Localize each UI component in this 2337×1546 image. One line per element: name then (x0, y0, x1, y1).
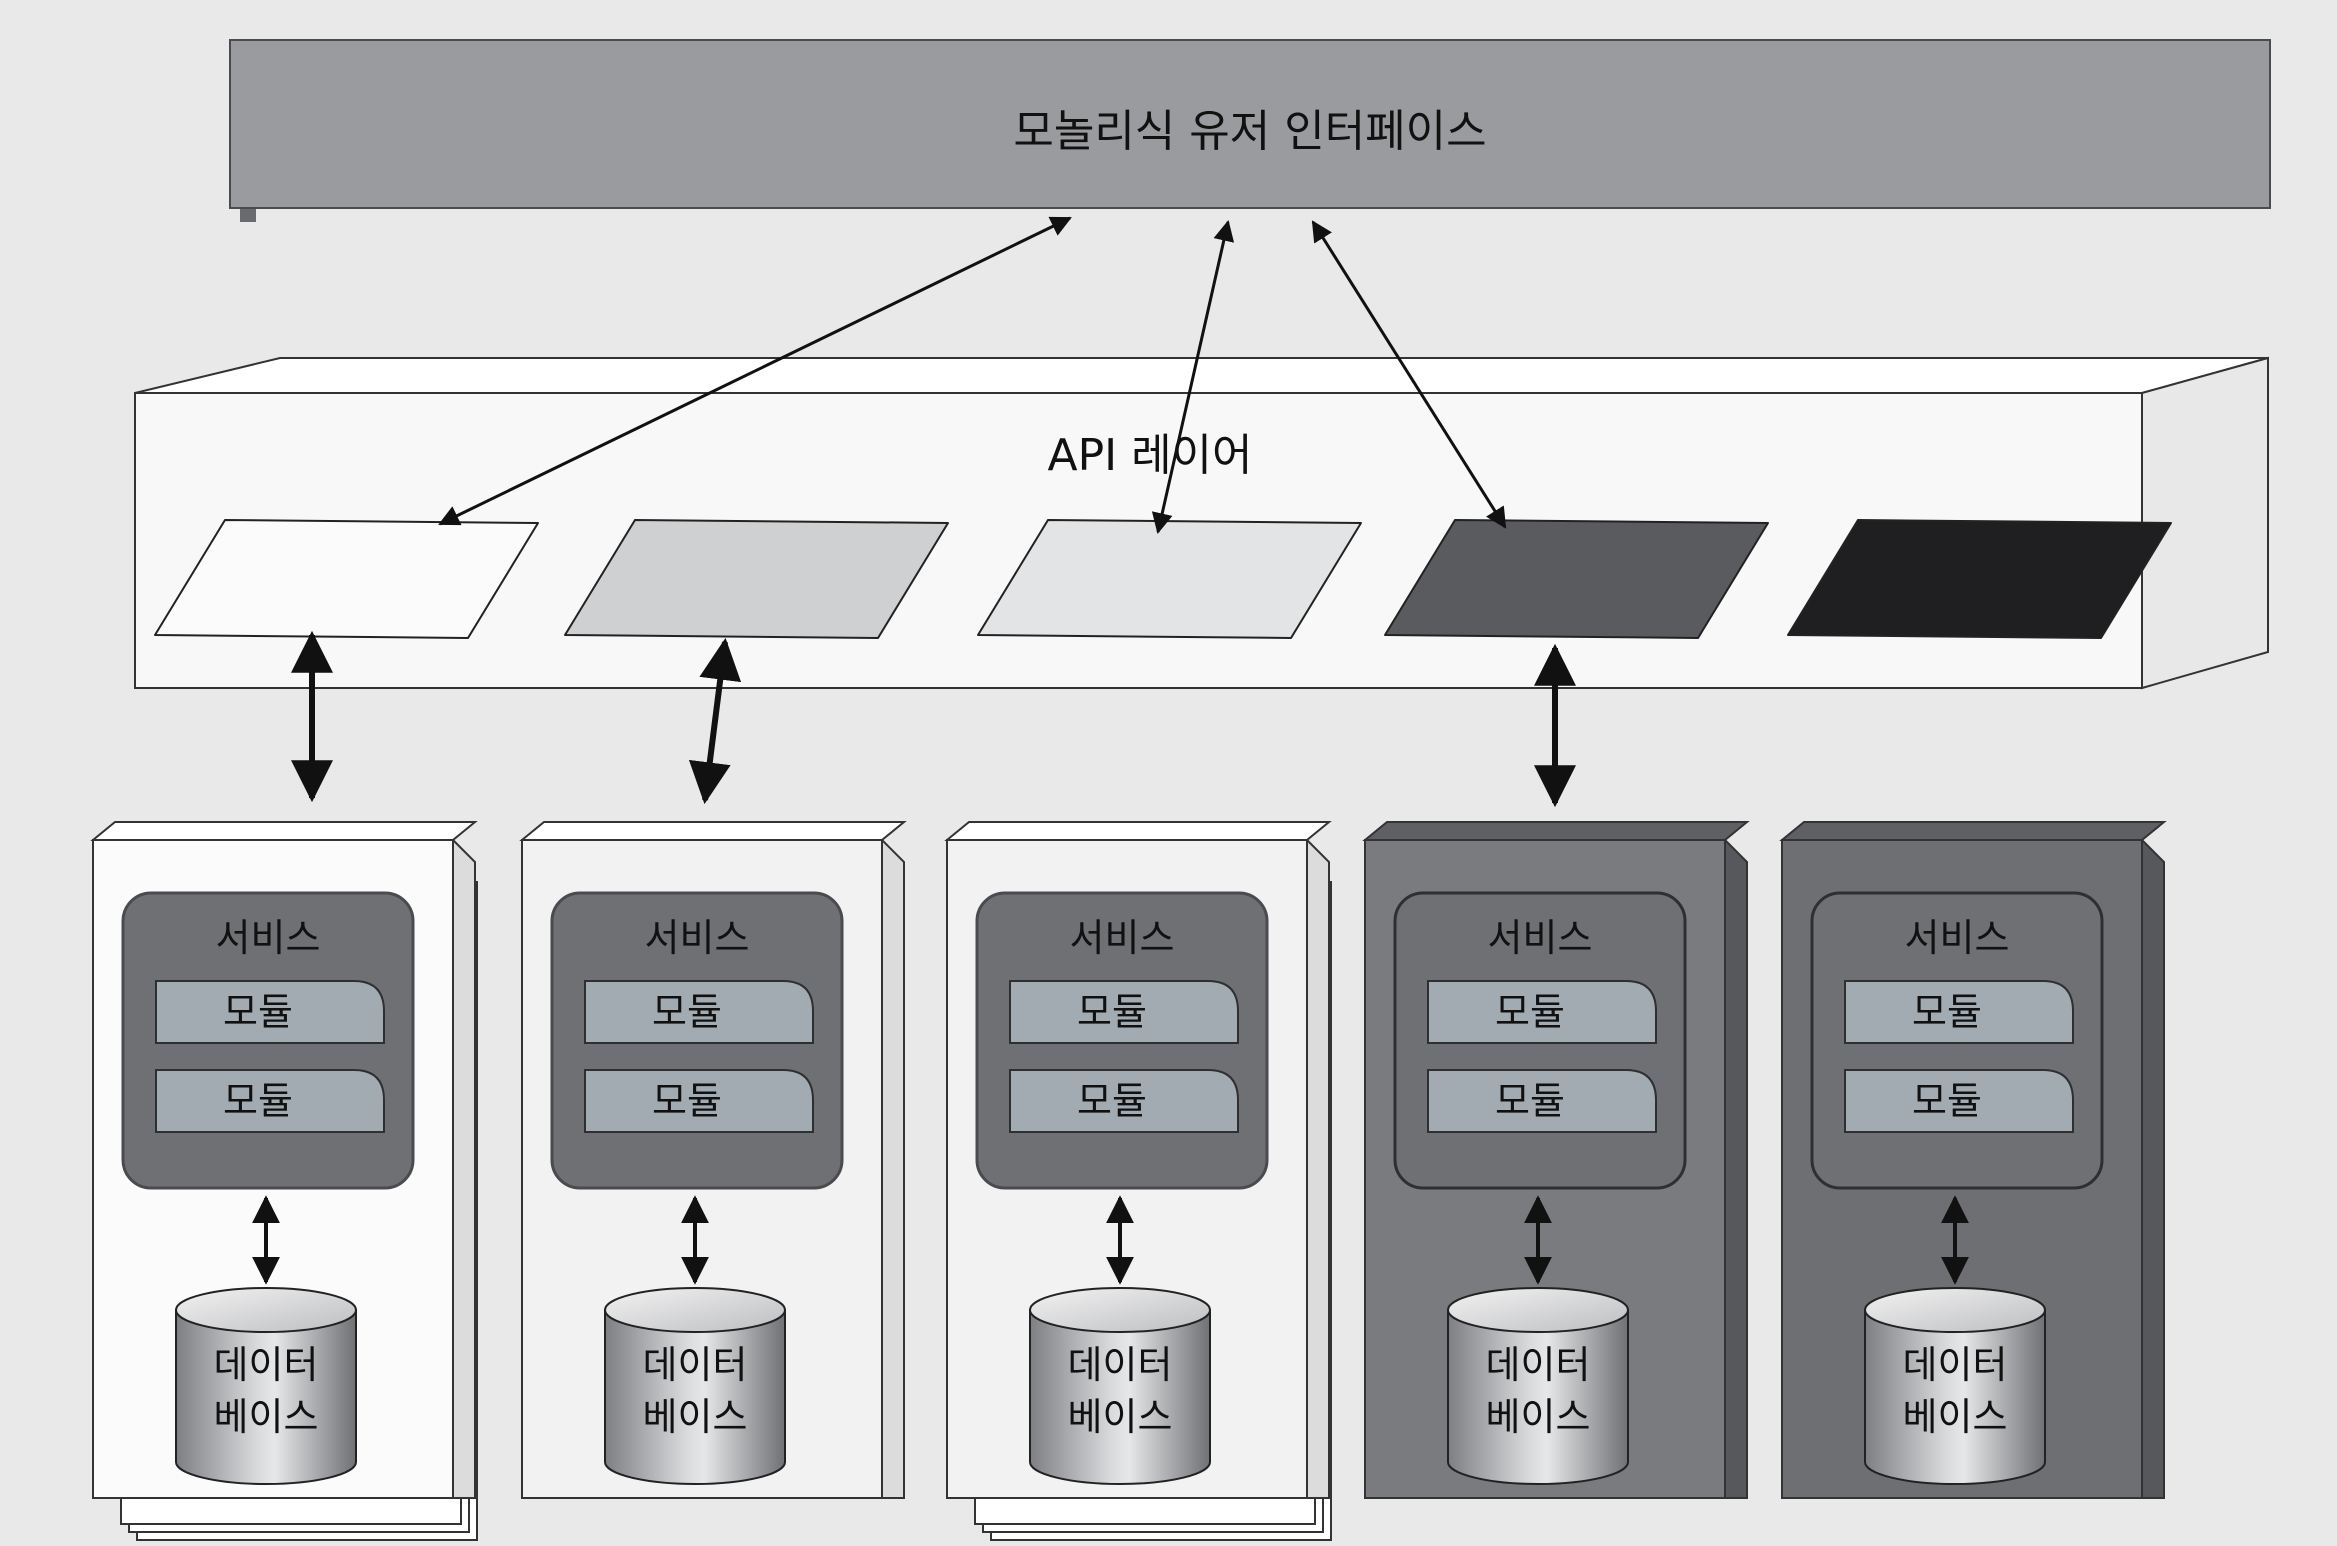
module-label: 모듈 (1912, 1079, 1982, 1123)
service-label: 서비스 (216, 916, 321, 960)
database-label-line2: 베이스 (214, 1395, 319, 1439)
connection-arrows (291, 216, 1576, 808)
api-endpoint-1 (154, 519, 539, 639)
database-cylinder-top (1447, 1287, 1629, 1333)
module-box (155, 980, 385, 1044)
module-label: 모듈 (1077, 990, 1147, 1034)
module-box (1844, 1069, 2074, 1133)
api-endpoints (154, 519, 2172, 639)
module-box (1427, 1069, 1657, 1133)
module-box (584, 980, 814, 1044)
service-label: 서비스 (1905, 916, 2010, 960)
database-cylinder-top (175, 1287, 357, 1333)
api-endpoint-3 (977, 519, 1362, 639)
database-label-line2: 베이스 (1068, 1395, 1173, 1439)
server-side-face (452, 837, 476, 1499)
module-box (1844, 980, 2074, 1044)
server-top-face (1779, 821, 2167, 841)
server-side-face (881, 837, 905, 1499)
arrow-ui-to-api-4 (1311, 220, 1507, 529)
module-label: 모듈 (652, 1079, 722, 1123)
server-side-face (1724, 837, 1748, 1499)
database-label-line1: 데이터 (1903, 1343, 2008, 1387)
database-label-line2: 베이스 (1486, 1395, 1591, 1439)
database-cylinder-body (1029, 1309, 1211, 1485)
database-cylinder-top (604, 1287, 786, 1333)
database-label-line1: 데이터 (1486, 1343, 1591, 1387)
service-label: 서비스 (1070, 916, 1175, 960)
module-box (584, 1069, 814, 1133)
module-label: 모듈 (1495, 1079, 1565, 1123)
arrow-ui-to-api-1 (438, 216, 1072, 526)
database-label-line1: 데이터 (1068, 1343, 1173, 1387)
module-label: 모듈 (1912, 990, 1982, 1034)
module-label: 모듈 (1077, 1079, 1147, 1123)
server-top-face (519, 821, 907, 841)
database-label-line1: 데이터 (643, 1343, 748, 1387)
database-label-line2: 베이스 (643, 1395, 748, 1439)
database-cylinder-body (604, 1309, 786, 1485)
module-box (1009, 1069, 1239, 1133)
service-label: 서비스 (645, 916, 750, 960)
server-top-face (90, 821, 478, 841)
server-side-face (1306, 837, 1330, 1499)
database-cylinder-body (1447, 1309, 1629, 1485)
module-label: 모듈 (223, 990, 293, 1034)
database-cylinder-body (1864, 1309, 2046, 1485)
database-label-line2: 베이스 (1903, 1395, 2008, 1439)
api-layer-top-face (134, 357, 2269, 394)
module-label: 모듈 (1495, 990, 1565, 1034)
module-box (155, 1069, 385, 1133)
arrow-ui-to-api-3 (1151, 219, 1235, 535)
ui-bar-label: 모놀리식 유저 인터페이스 (1013, 106, 1486, 157)
server-top-face (1362, 821, 1750, 841)
module-label: 모듈 (652, 990, 722, 1034)
module-box (1427, 980, 1657, 1044)
arrow-api-to-service-2 (688, 637, 742, 805)
monolithic-ui-bar: 모놀리식 유저 인터페이스 (229, 39, 2271, 222)
service-servers: 서비스모듈모듈데이터베이스서비스모듈모듈데이터베이스서비스모듈모듈데이터베이스서… (90, 821, 2167, 1541)
service-label: 서비스 (1488, 916, 1593, 960)
server-top-face (944, 821, 1332, 841)
ui-bar-rect (229, 39, 2271, 209)
database-cylinder-body (175, 1309, 357, 1485)
database-cylinder-top (1864, 1287, 2046, 1333)
api-endpoint-5 (1787, 519, 2172, 639)
database-label-line1: 데이터 (214, 1343, 319, 1387)
module-box (1009, 980, 1239, 1044)
server-side-face (2141, 837, 2165, 1499)
api-endpoint-4 (1384, 519, 1769, 639)
module-label: 모듈 (223, 1079, 293, 1123)
api-layer-label: API 레이어 (1047, 430, 1252, 481)
database-cylinder-top (1029, 1287, 1211, 1333)
